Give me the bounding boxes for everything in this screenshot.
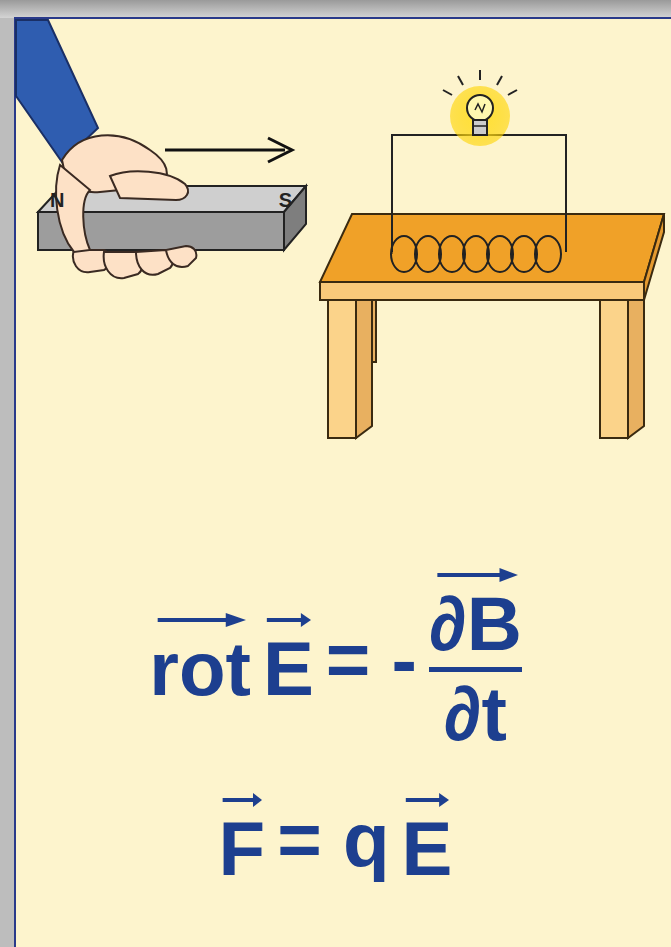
hand xyxy=(56,135,196,278)
equation-term: = - xyxy=(326,622,417,698)
coil-winding xyxy=(439,236,465,272)
pole-letter: S xyxy=(279,189,292,212)
table xyxy=(320,214,664,438)
equation-term: = q xyxy=(277,802,389,878)
panel xyxy=(15,18,671,947)
vector-symbol: rot xyxy=(149,613,251,707)
light-bulb xyxy=(443,70,517,146)
coil-winding xyxy=(535,236,561,272)
fraction: ∂B∂t xyxy=(429,568,522,752)
coil-winding xyxy=(415,236,441,272)
equation-term: ∂t xyxy=(444,676,507,752)
vector-symbol: F xyxy=(219,793,266,887)
motion-arrow xyxy=(165,138,292,162)
coil-winding xyxy=(511,236,537,272)
magnet-label-area: NS xyxy=(40,188,302,212)
pole-letter: N xyxy=(50,189,64,212)
equation: F= qE xyxy=(0,770,671,910)
equation: rotE= -∂B∂t xyxy=(0,560,671,760)
coil-winding xyxy=(487,236,513,272)
coil xyxy=(391,236,561,272)
vector-symbol: E xyxy=(402,793,453,887)
vector-symbol: E xyxy=(263,613,314,707)
vector-symbol: ∂B xyxy=(429,568,522,671)
coil-lead xyxy=(392,252,393,254)
coil-winding xyxy=(391,236,417,272)
background-top xyxy=(0,0,671,18)
wire xyxy=(392,135,566,252)
coil-winding xyxy=(463,236,489,272)
